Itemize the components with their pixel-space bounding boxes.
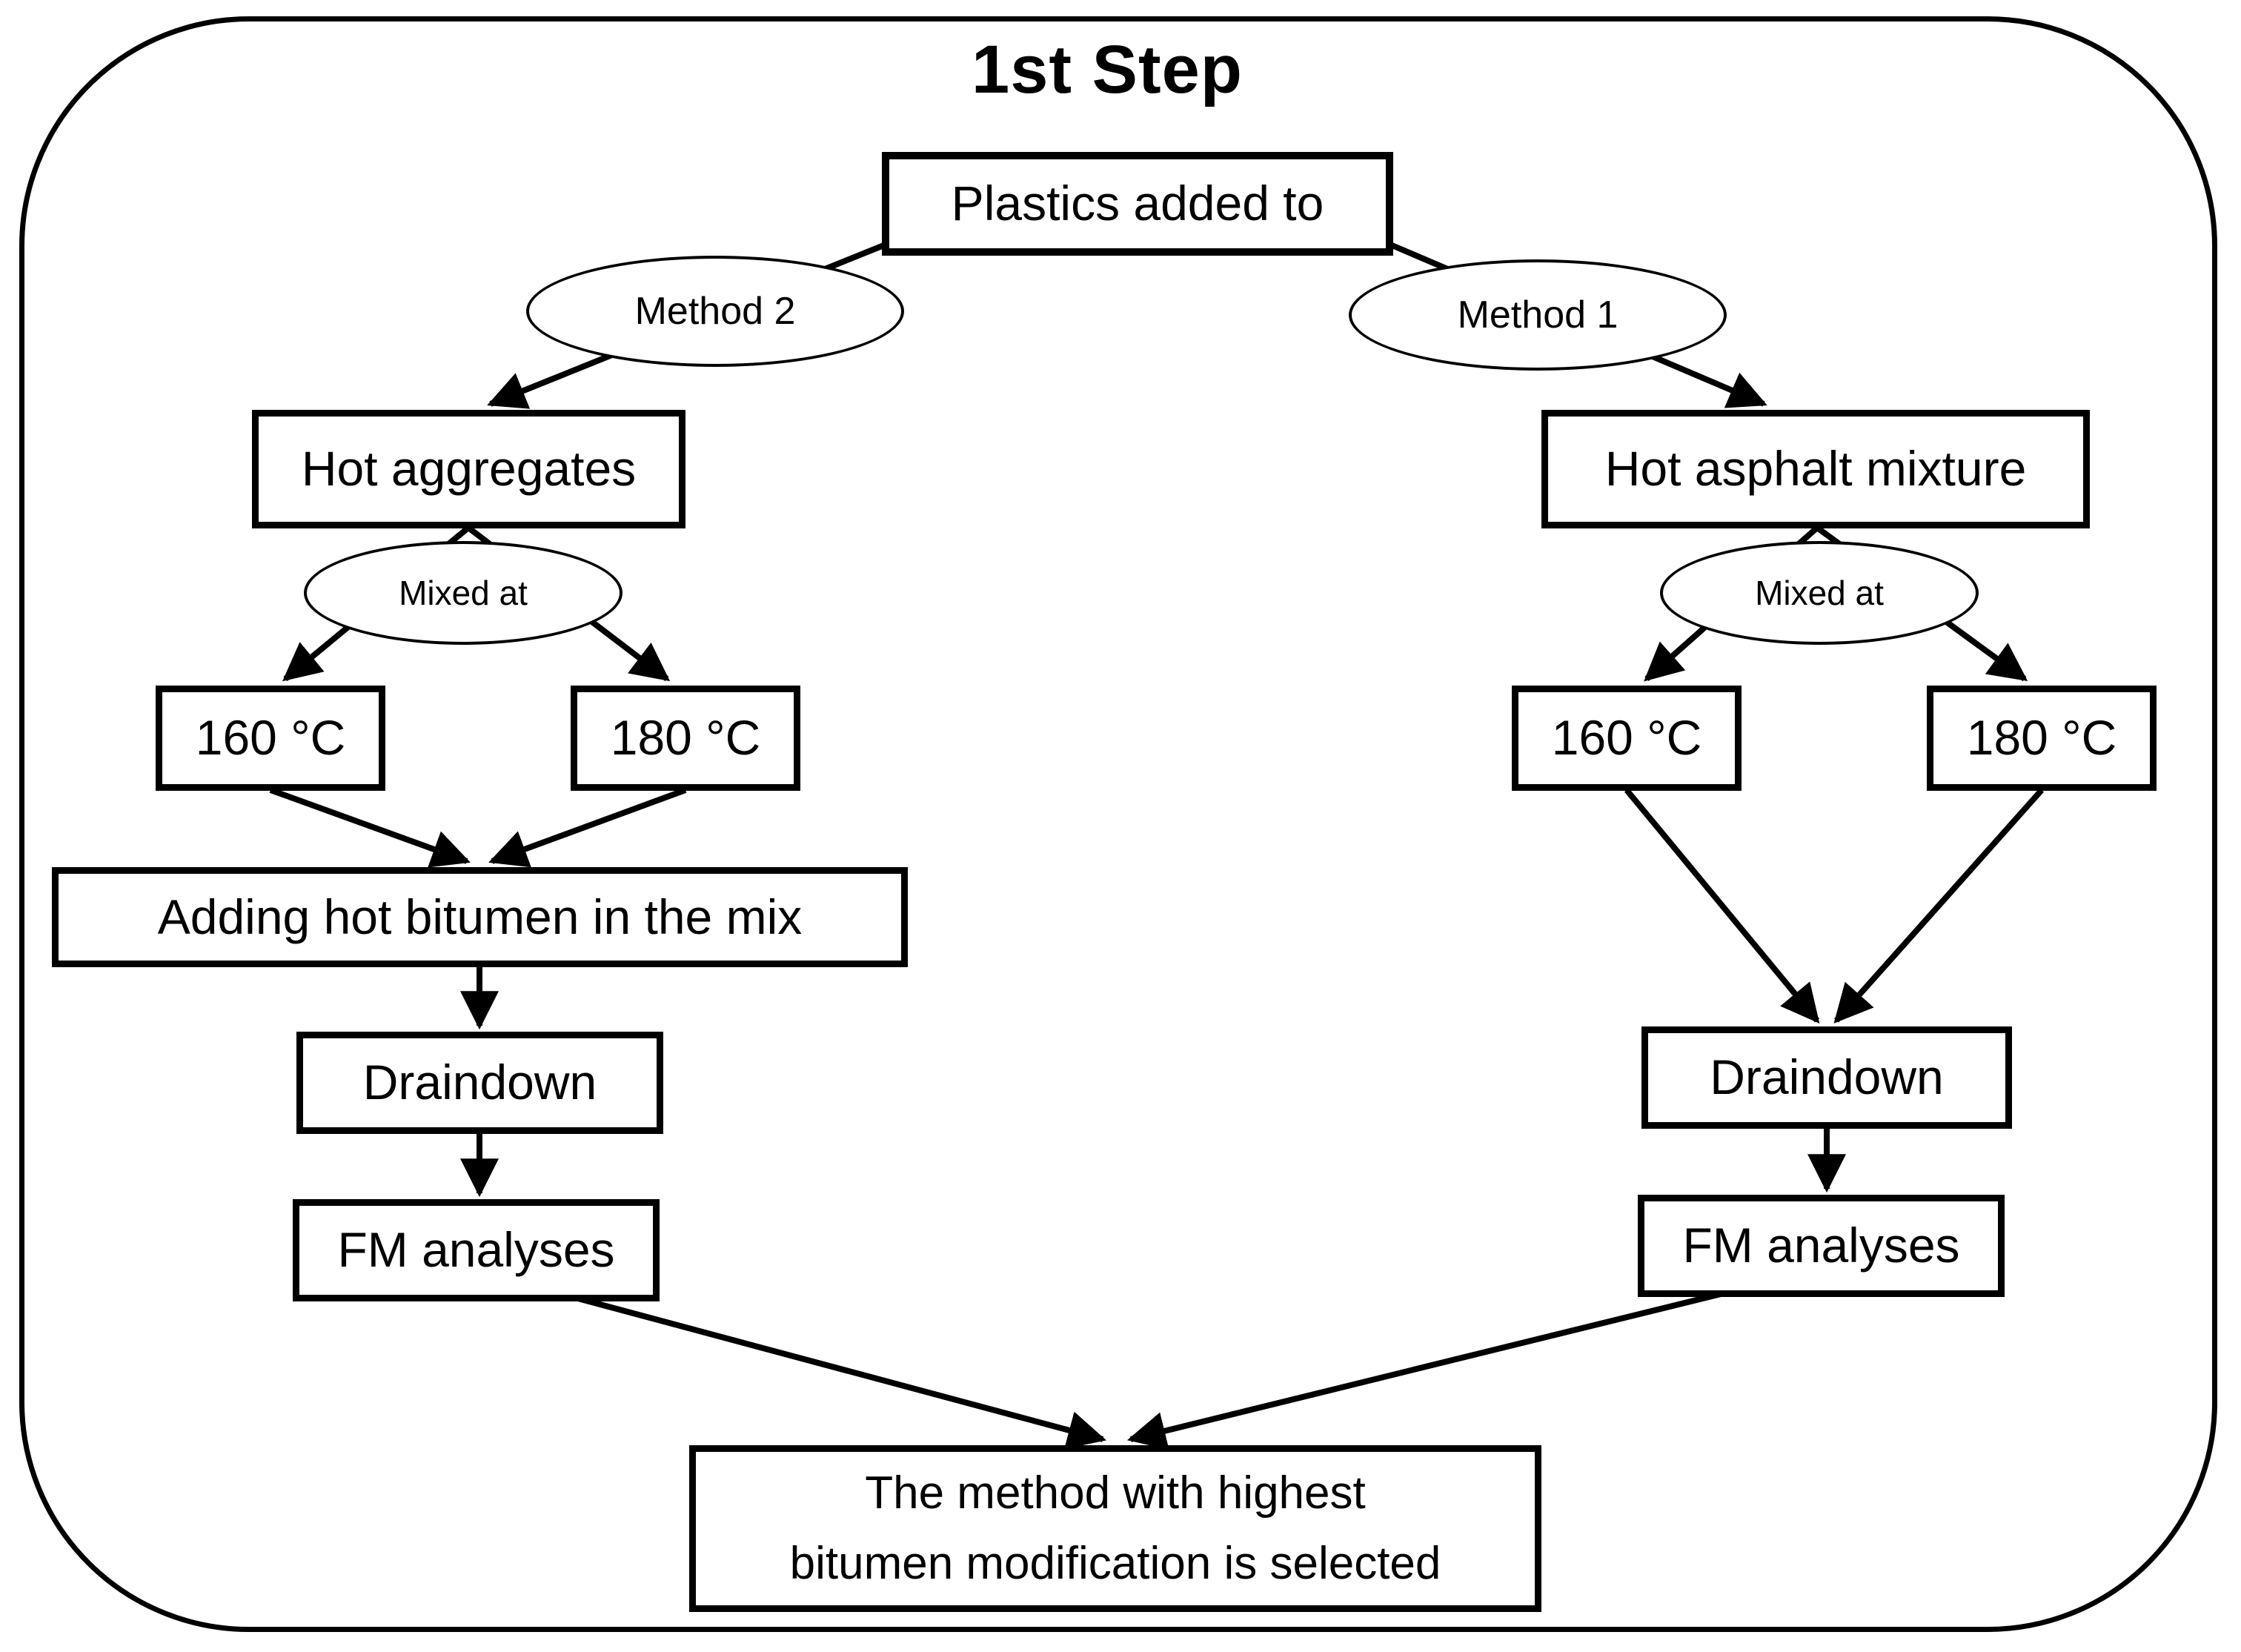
node-draindown-method1: Draindown (1641, 1026, 2012, 1129)
final-selection-line-1: The method with highest (865, 1467, 1366, 1519)
label-mixed-at-method2: Mixed at (304, 541, 622, 645)
node-fm-analyses-method2: FM analyses (293, 1199, 660, 1301)
connector-fmR-to-final (1126, 1291, 1722, 1450)
final-selection-line-2: bitumen modification is selected (789, 1537, 1441, 1589)
label-method-2: Method 2 (526, 256, 904, 367)
node-180c-method1: 180 °C (1927, 686, 2157, 791)
connector-180R-to-draindown (1833, 788, 2044, 1024)
node-160c-method1: 160 °C (1512, 686, 1742, 791)
label-method-1: Method 1 (1349, 259, 1727, 371)
node-plastics-added-to: Plastics added to (882, 152, 1393, 256)
node-adding-hot-bitumen: Adding hot bitumen in the mix (52, 867, 908, 967)
node-final-selection: The method with highest bitumen modifica… (689, 1445, 1541, 1612)
node-160c-method2: 160 °C (156, 686, 385, 791)
connector-fmL-to-final (577, 1296, 1107, 1449)
diagram-border (19, 16, 2217, 1632)
diagram-title: 1st Step (972, 32, 1243, 107)
connector-160L-to-bitumen (269, 787, 471, 868)
label-mixed-at-method1: Mixed at (1660, 541, 1979, 645)
node-hot-aggregates: Hot aggregates (252, 410, 685, 528)
node-draindown-method2: Draindown (296, 1032, 663, 1134)
connector-160R-to-draindown (1624, 788, 1820, 1024)
node-hot-asphalt-mixture: Hot asphalt mixture (1541, 410, 2090, 528)
node-fm-analyses-method1: FM analyses (1638, 1195, 2005, 1297)
node-180c-method2: 180 °C (571, 686, 800, 791)
connector-180L-to-bitumen (488, 787, 687, 868)
